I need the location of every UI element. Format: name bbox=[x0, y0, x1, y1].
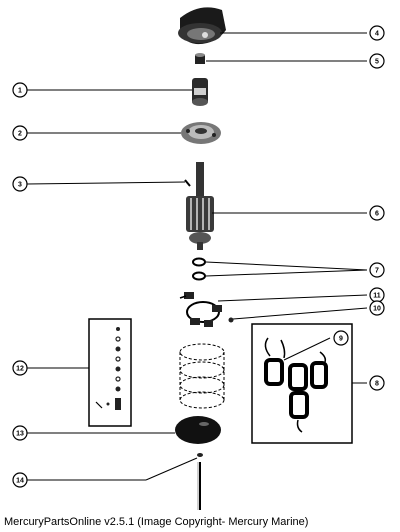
callout-11: 11 bbox=[369, 287, 385, 303]
svg-text:13: 13 bbox=[16, 431, 24, 438]
part-thrust-plate bbox=[181, 122, 221, 144]
svg-text:6: 6 bbox=[375, 211, 379, 218]
svg-text:1: 1 bbox=[18, 88, 22, 95]
part-field-coils-box bbox=[251, 323, 353, 444]
svg-text:10: 10 bbox=[373, 306, 381, 313]
svg-text:2: 2 bbox=[18, 131, 22, 138]
callout-12: 12 bbox=[12, 360, 28, 376]
part-bearing bbox=[192, 78, 208, 106]
svg-text:14: 14 bbox=[16, 478, 24, 485]
part-brush-plate bbox=[179, 292, 222, 327]
svg-text:12: 12 bbox=[16, 366, 24, 373]
callout-14: 14 bbox=[12, 472, 28, 488]
part-end-plate bbox=[175, 416, 221, 444]
callout-5: 5 bbox=[369, 53, 385, 69]
part-armature bbox=[186, 162, 214, 250]
callout-4: 4 bbox=[369, 25, 385, 41]
part-clip bbox=[184, 179, 191, 187]
callout-8: 8 bbox=[369, 375, 385, 391]
svg-text:3: 3 bbox=[18, 182, 22, 189]
callout-3: 3 bbox=[12, 176, 28, 192]
callout-1: 1 bbox=[12, 82, 28, 98]
callout-2: 2 bbox=[12, 125, 28, 141]
callout-9: 9 bbox=[333, 330, 349, 346]
callout-6: 6 bbox=[369, 205, 385, 221]
svg-text:9: 9 bbox=[339, 336, 343, 343]
svg-text:8: 8 bbox=[375, 381, 379, 388]
svg-text:11: 11 bbox=[373, 293, 381, 300]
copyright-footer: MercuryPartsOnline v2.5.1 (Image Copyrig… bbox=[4, 516, 309, 528]
part-field-frame bbox=[179, 343, 225, 409]
callout-13: 13 bbox=[12, 425, 28, 441]
leader-lines bbox=[26, 32, 368, 481]
svg-text:7: 7 bbox=[375, 268, 379, 275]
part-end-cap bbox=[178, 7, 226, 45]
callout-10: 10 bbox=[369, 300, 385, 316]
part-screw bbox=[228, 317, 234, 323]
part-bushing bbox=[195, 53, 205, 64]
svg-text:5: 5 bbox=[375, 59, 379, 66]
part-through-bolt bbox=[197, 453, 203, 510]
svg-text:4: 4 bbox=[375, 31, 379, 38]
part-hardware-box bbox=[88, 318, 132, 427]
callout-7: 7 bbox=[369, 262, 385, 278]
part-washers bbox=[192, 257, 206, 281]
